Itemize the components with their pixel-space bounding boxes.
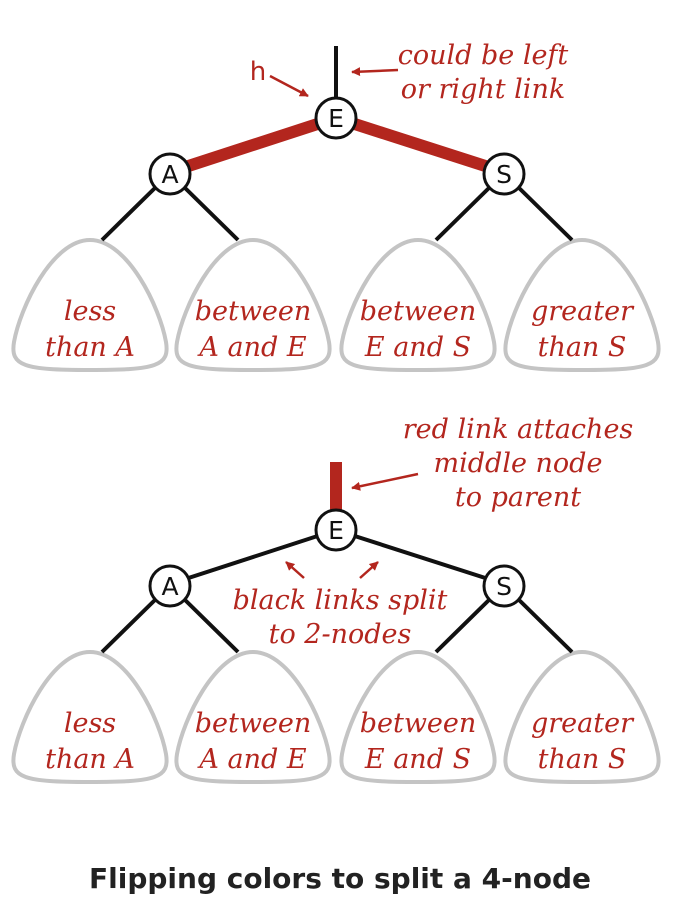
black-link-right — [335, 528, 505, 586]
top-diagram: E A S h could be left or right link less… — [11, 40, 661, 372]
node-s: S — [482, 564, 526, 608]
red-link-note-line2: middle node — [434, 448, 603, 479]
subtree-label: than S — [538, 744, 627, 775]
subtree-label: less — [64, 708, 116, 739]
subtree-label: than A — [45, 332, 135, 363]
node-e: E — [314, 508, 358, 552]
subtree-label: less — [64, 296, 116, 327]
subtree-label: A and E — [196, 744, 306, 775]
link-note-arrow — [351, 67, 399, 77]
node-e: E — [314, 96, 358, 140]
node-label: E — [328, 104, 344, 133]
black-link — [514, 183, 574, 242]
black-link — [514, 595, 574, 654]
red-link-note-line3: to parent — [455, 482, 581, 513]
link-note-line2: or right link — [401, 74, 565, 105]
black-link — [434, 595, 494, 654]
node-a: A — [148, 152, 192, 196]
black-link — [100, 595, 160, 654]
black-link — [180, 595, 240, 654]
link-note-line1: could be left — [398, 40, 569, 71]
subtree-label: E and S — [364, 332, 471, 363]
subtree-label: between — [360, 296, 477, 327]
black-links-note-arrow-right — [359, 561, 379, 579]
node-s: S — [482, 152, 526, 196]
subtree-label: between — [360, 708, 477, 739]
node-label: S — [496, 572, 512, 601]
node-label: S — [496, 160, 512, 189]
black-links-note-line2: to 2-nodes — [269, 619, 412, 650]
subtree-label: between — [195, 708, 312, 739]
subtree-label: greater — [531, 708, 635, 739]
black-links-note-line1: black links split — [233, 585, 448, 616]
node-label: A — [161, 572, 178, 601]
subtree-label: greater — [531, 296, 635, 327]
subtree-label: than A — [45, 744, 135, 775]
red-link-note-arrow — [351, 472, 419, 491]
black-link — [180, 183, 240, 242]
black-links-note-arrow-left — [285, 561, 305, 579]
red-link-right — [334, 112, 506, 178]
node-a: A — [148, 564, 192, 608]
figure-caption: Flipping colors to split a 4-node — [89, 862, 591, 895]
subtree-label: between — [195, 296, 312, 327]
bottom-diagram: E A S red link attaches middle node to p… — [11, 414, 661, 784]
black-link-left — [169, 528, 337, 586]
black-link — [434, 183, 494, 242]
h-label: h — [250, 57, 266, 87]
node-label: A — [161, 160, 178, 189]
node-label: E — [328, 516, 344, 545]
red-link-note-line1: red link attaches — [403, 414, 634, 445]
subtree-label: E and S — [364, 744, 471, 775]
black-link — [100, 183, 160, 242]
h-arrow — [269, 74, 309, 98]
red-link-left — [168, 112, 338, 178]
subtree-label: A and E — [196, 332, 306, 363]
subtree-label: than S — [538, 332, 627, 363]
